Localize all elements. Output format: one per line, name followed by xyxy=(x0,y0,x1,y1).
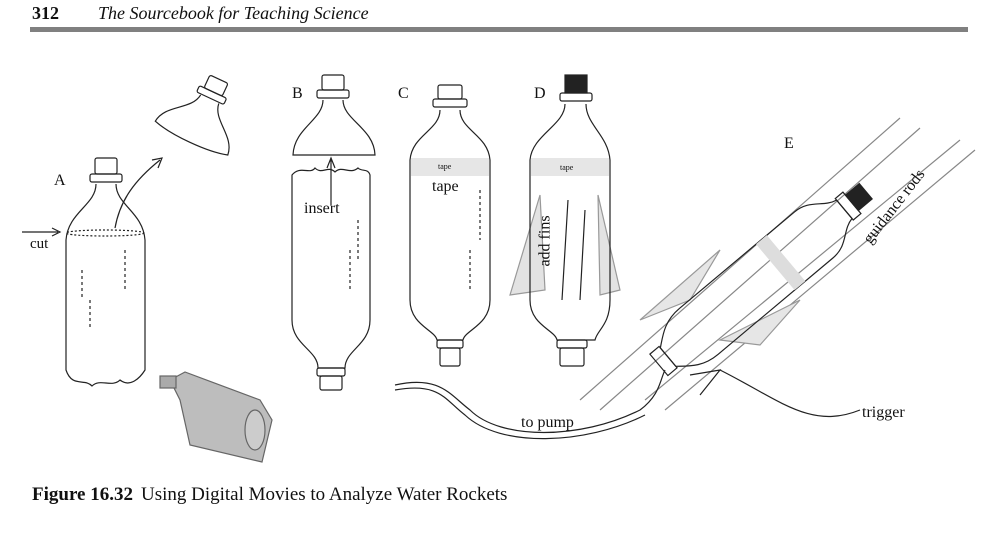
figure-caption-text: Using Digital Movies to Analyze Water Ro… xyxy=(140,484,508,505)
page-number: 312 xyxy=(32,3,59,23)
insert-label: insert xyxy=(304,200,340,217)
label-e: E xyxy=(784,135,794,152)
tape-label: tape xyxy=(432,178,459,195)
lift-arrow xyxy=(114,157,163,229)
header-rule xyxy=(30,27,968,32)
trigger-label: trigger xyxy=(862,404,905,421)
bottle-c xyxy=(409,84,491,367)
label-a: A xyxy=(54,172,66,189)
label-d: D xyxy=(534,85,546,102)
video-camera-illustration xyxy=(159,371,273,463)
label-c: C xyxy=(398,85,409,102)
running-header-title: The Sourcebook for Teaching Science xyxy=(98,3,369,23)
label-b: B xyxy=(292,85,303,102)
tape-small-label-c: tape xyxy=(438,162,452,171)
tape-small-label-d: tape xyxy=(560,163,574,172)
add-fins-label: add fins xyxy=(536,215,554,267)
cut-label: cut xyxy=(30,236,49,252)
launcher-e xyxy=(579,117,976,418)
cut-arrow xyxy=(22,227,62,237)
bottle-d xyxy=(509,74,621,367)
bottle-a xyxy=(65,157,146,387)
bottle-a-top-piece xyxy=(154,75,230,156)
to-pump-label: to pump xyxy=(521,414,574,431)
pump-hose xyxy=(394,369,666,440)
figure-caption: Figure 16.32 Using Digital Movies to Anal… xyxy=(32,484,507,506)
figure-number: Figure 16.32 xyxy=(32,484,133,505)
bottle-b xyxy=(291,74,376,391)
